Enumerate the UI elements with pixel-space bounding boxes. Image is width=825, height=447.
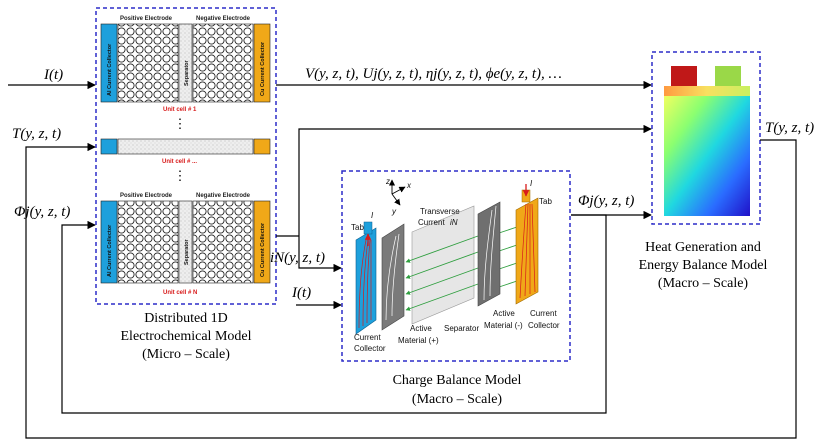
potential-right-label: Φj(y, z, t)	[578, 193, 634, 209]
left-collector-label-2: Collector	[354, 344, 386, 353]
positive-electrode-label-n: Positive Electrode	[120, 193, 173, 199]
separator	[178, 23, 193, 103]
active-neg-label-2: Material (-)	[484, 321, 523, 330]
left-collector-label-1: Current	[354, 333, 381, 342]
current-density-label: iN(y, z, t)	[270, 250, 325, 266]
transverse-current-label-1: Transverse	[420, 207, 460, 216]
right-tab-label: Tab	[539, 197, 552, 206]
left-collector-flow-lines	[358, 239, 372, 329]
electrochem-caption-2: Electrochemical Model	[121, 329, 252, 344]
active-material-pos	[381, 223, 405, 331]
positive-electrode-label: Positive Electrode	[120, 16, 173, 22]
separator-label-charge: Separator	[444, 324, 479, 333]
current-density-to-charge	[298, 236, 342, 273]
charge-current-label: I(t)	[291, 285, 311, 301]
al-collector-label: Al Current Collector	[107, 43, 113, 96]
temperature-right-label: T(y, z, t)	[765, 120, 814, 136]
charge-box-border	[341, 170, 571, 362]
transverse-current-symbol: iN	[450, 218, 458, 227]
mid-cu-collector	[253, 138, 271, 155]
al-collector-n	[100, 200, 118, 284]
unit-cell-1-label: Unit cell # 1	[163, 107, 197, 113]
current-density-arrow	[298, 124, 652, 236]
ellipsis-bottom: ⋮	[174, 168, 187, 183]
heat-caption-2: Energy Balance Model	[639, 258, 768, 273]
heat-tab-right	[715, 66, 741, 88]
axis-x-label: x	[406, 181, 412, 190]
mid-al-collector	[100, 138, 118, 155]
cu-collector	[253, 23, 271, 103]
positive-electrode-n	[117, 200, 179, 284]
electrochem-caption-1: Distributed 1D	[144, 311, 228, 326]
active-neg-label-1: Active	[493, 309, 515, 318]
active-pos-label-2: Material (+)	[398, 336, 439, 345]
right-collector-flow-lines	[519, 203, 536, 299]
active-pos-flow-lines	[385, 233, 400, 321]
negative-electrode-label: Negative Electrode	[196, 16, 251, 22]
right-collector-label-1: Current	[530, 309, 557, 318]
negative-electrode-n	[192, 200, 254, 284]
temperature-feedback-loop	[25, 139, 797, 439]
unit-cell-n: Positive Electrode Negative Electrode Al…	[100, 193, 271, 296]
mid-cell-body	[117, 138, 254, 155]
al-collector	[100, 23, 118, 103]
heat-caption-1: Heat Generation and	[645, 240, 761, 255]
heat-tab-left	[671, 66, 697, 88]
right-collector-label-2: Collector	[528, 321, 560, 330]
potential-left-label: Φj(y, z, t)	[14, 204, 70, 220]
active-material-neg	[477, 201, 501, 307]
input-current-label: I(t)	[43, 67, 63, 83]
heat-top-band	[664, 86, 750, 98]
separator-n	[178, 200, 193, 284]
charge-caption-1: Charge Balance Model	[393, 373, 522, 388]
axis-z-label: z	[385, 177, 390, 186]
cu-collector-label: Cu Current Collector	[260, 41, 266, 96]
axis-y-label: y	[391, 207, 397, 216]
charge-caption-2: (Macro – Scale)	[412, 392, 503, 407]
left-tab-label: Tab	[351, 223, 364, 232]
ellipsis-top: ⋮	[174, 116, 187, 131]
active-neg-flow-lines	[483, 205, 497, 301]
al-collector-label-n: Al Current Collector	[107, 224, 113, 277]
negative-electrode	[192, 23, 254, 103]
unit-cell-1: Positive Electrode Negative Electrode Al…	[100, 16, 271, 113]
output-variables-label: V(y, z, t), Uj(y, z, t), ηj(y, z, t), ϕe…	[305, 66, 562, 82]
electrochem-caption-3: (Micro – Scale)	[142, 347, 230, 362]
unit-cell-mid: Unit cell # ...	[100, 138, 271, 165]
temperature-left-label: T(y, z, t)	[12, 126, 61, 142]
unit-cell-n-label: Unit cell # N	[163, 290, 197, 296]
electrochemical-model: Positive Electrode Negative Electrode Al…	[95, 7, 277, 362]
charge-balance-model: z x y Tab I	[341, 170, 571, 407]
connectors	[8, 80, 797, 439]
separator-label: Separator	[184, 59, 190, 86]
unit-cell-mid-label: Unit cell # ...	[162, 159, 197, 165]
transverse-current-label-2: Current	[418, 218, 445, 227]
negative-electrode-label-n: Negative Electrode	[196, 193, 251, 199]
axes-icon	[388, 179, 406, 206]
cu-collector-n	[253, 200, 271, 284]
heat-body	[664, 96, 750, 216]
left-current-symbol: I	[371, 211, 374, 220]
positive-electrode	[117, 23, 179, 103]
heat-caption-3: (Macro – Scale)	[658, 276, 749, 291]
right-current-symbol: I	[530, 179, 533, 188]
active-pos-label-1: Active	[410, 324, 432, 333]
separator-label-n: Separator	[184, 238, 190, 265]
left-tab	[363, 221, 373, 235]
heat-model: Heat Generation and Energy Balance Model…	[639, 51, 768, 291]
cu-collector-label-n: Cu Current Collector	[260, 222, 266, 277]
